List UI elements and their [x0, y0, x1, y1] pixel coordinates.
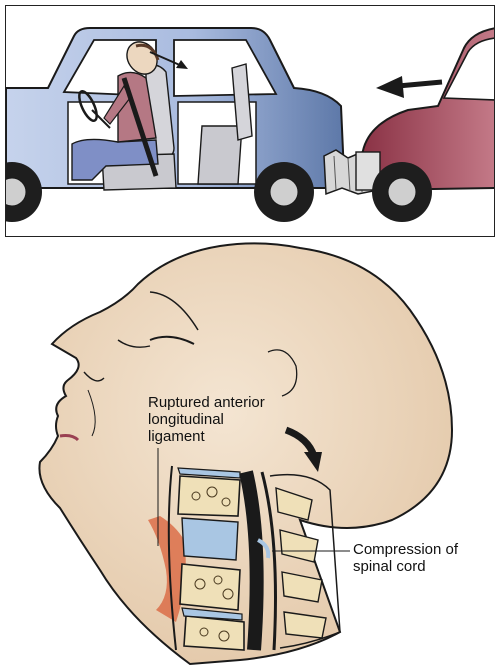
- head: [38, 242, 454, 666]
- rear-window: [173, 39, 278, 97]
- collision-panel: [5, 5, 495, 237]
- spinal-cord: [239, 470, 264, 651]
- collision-illustration: [6, 27, 494, 222]
- closed-eye: [149, 335, 195, 345]
- spinal-cord-compression-label: Compression of spinal cord: [353, 541, 458, 575]
- head-motion-arrow-icon: [149, 51, 188, 69]
- ligament-label-line-1: Ruptured anterior: [148, 394, 265, 411]
- windshield: [442, 37, 494, 101]
- ligament-hemorrhage: [148, 516, 186, 622]
- occupant: [71, 41, 160, 181]
- lips: [59, 434, 80, 442]
- impact-arrow-icon: [376, 76, 443, 98]
- struck-car: [6, 27, 379, 222]
- ligament-label-line-3: ligament: [148, 428, 205, 445]
- hyperextension-arrow-icon: [284, 426, 322, 472]
- intervertebral-disc: [181, 517, 239, 561]
- ligament-label-line-2: longitudinal: [148, 411, 224, 428]
- cord-label-line-1: Compression of: [353, 541, 459, 558]
- spinous-processes: [275, 487, 327, 639]
- struck-car-wheels: [6, 162, 314, 222]
- cervical-injury-figure: [0, 240, 501, 666]
- steering-wheel: [78, 90, 98, 122]
- striking-car: [355, 27, 494, 222]
- head-neck-illustration: [38, 242, 454, 666]
- ruptured-ligament-label: Ruptured anterior longitudinal ligament: [148, 394, 265, 445]
- cord-compression: [257, 538, 271, 559]
- cord-label-line-2: spinal cord: [353, 558, 426, 575]
